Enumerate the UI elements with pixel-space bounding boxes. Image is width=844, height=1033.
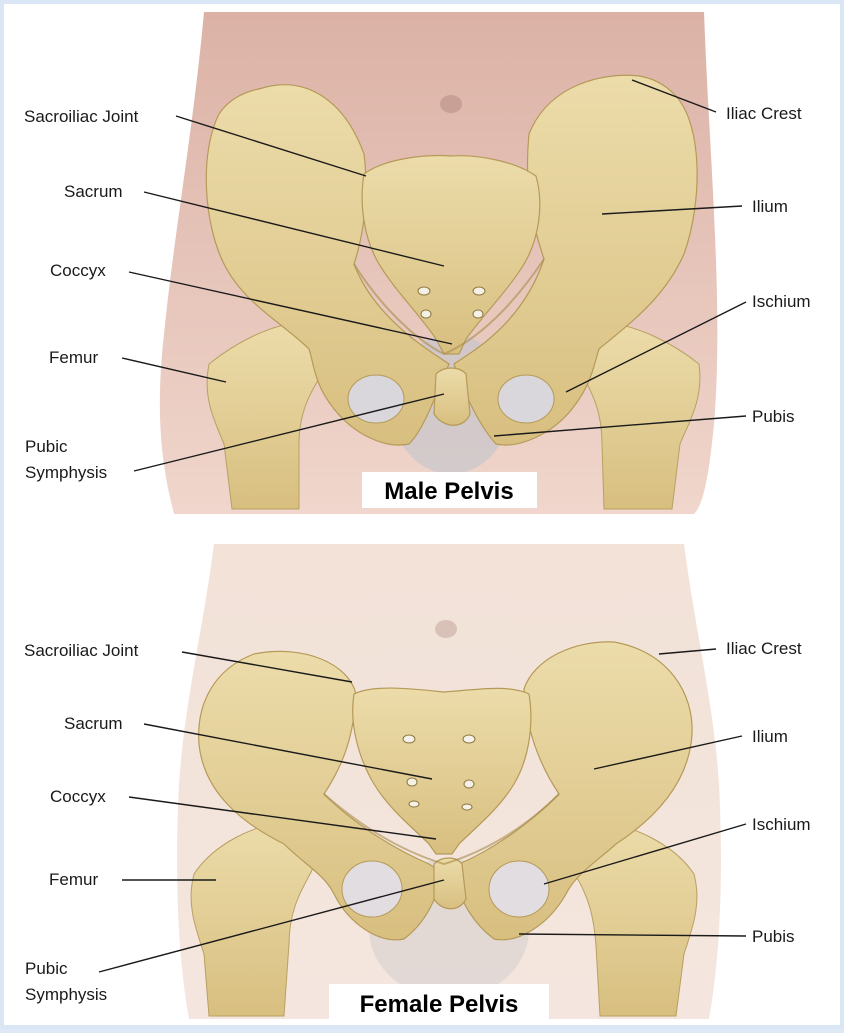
male-label-sacrum: Sacrum bbox=[64, 182, 123, 201]
female-obturator-right bbox=[489, 861, 549, 917]
female-label-pubis: Pubis bbox=[752, 927, 795, 946]
male-obturator-right bbox=[498, 375, 554, 423]
male-pubic-symphysis-bone bbox=[434, 368, 470, 425]
male-label-sacroiliac-joint: Sacroiliac Joint bbox=[24, 107, 139, 126]
female-label-sacrum: Sacrum bbox=[64, 714, 123, 733]
male-label-coccyx: Coccyx bbox=[50, 261, 106, 280]
male-caption: Male Pelvis bbox=[384, 478, 513, 505]
male-label-ischium: Ischium bbox=[752, 292, 811, 311]
female-pubic-symphysis-bone bbox=[434, 858, 466, 909]
male-pelvis-panel: Male Pelvis Sacroiliac Joint Sacrum Cocc… bbox=[24, 12, 811, 514]
male-navel bbox=[440, 95, 462, 113]
female-label-ischium: Ischium bbox=[752, 815, 811, 834]
female-label-femur: Femur bbox=[49, 870, 98, 889]
female-label-symphysis: Symphysis bbox=[25, 985, 107, 1004]
male-label-femur: Femur bbox=[49, 348, 98, 367]
pelvis-comparison-diagram: Male Pelvis Sacroiliac Joint Sacrum Cocc… bbox=[4, 4, 844, 1033]
female-label-pubic: Pubic bbox=[25, 959, 68, 978]
female-caption: Female Pelvis bbox=[360, 991, 519, 1018]
female-label-ilium: Ilium bbox=[752, 727, 788, 746]
female-label-sacroiliac-joint: Sacroiliac Joint bbox=[24, 641, 139, 660]
male-label-pubic: Pubic bbox=[25, 437, 68, 456]
female-navel bbox=[435, 620, 457, 638]
female-pelvis-panel: Female Pelvis Sacroiliac Joint Sacrum Co… bbox=[24, 544, 811, 1022]
male-label-ilium: Ilium bbox=[752, 197, 788, 216]
male-label-symphysis: Symphysis bbox=[25, 463, 107, 482]
male-label-pubis: Pubis bbox=[752, 407, 795, 426]
female-obturator-left bbox=[342, 861, 402, 917]
female-label-coccyx: Coccyx bbox=[50, 787, 106, 806]
male-label-iliac-crest: Iliac Crest bbox=[726, 104, 802, 123]
female-label-iliac-crest: Iliac Crest bbox=[726, 639, 802, 658]
